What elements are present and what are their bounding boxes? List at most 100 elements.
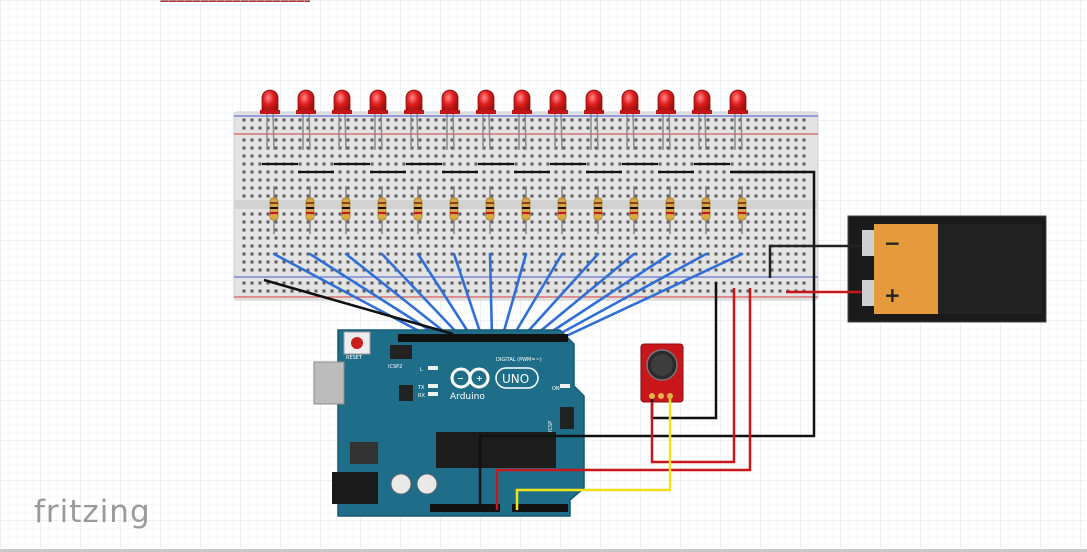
red-led	[440, 89, 460, 151]
resistor	[665, 186, 675, 234]
uno-badge	[495, 367, 539, 389]
icsp2-header: ICSP2	[388, 345, 412, 370]
blue-signal-wires	[272, 252, 744, 340]
red-led	[548, 89, 568, 151]
wire-battery-negative	[768, 244, 862, 278]
icsp2-label: ICSP2	[388, 364, 402, 370]
arduino-uno-board[interactable]: RESET ICSP2 ICSP L TX RX ON − + Arduino …	[313, 329, 585, 517]
resistor	[521, 186, 531, 234]
resistor	[305, 186, 315, 234]
blue-wire	[488, 252, 494, 340]
sensor-pin-2	[658, 393, 664, 399]
resistor-array	[269, 186, 747, 234]
resistor	[449, 186, 459, 234]
sensor-pin-3	[667, 393, 673, 399]
blue-wire	[380, 252, 464, 340]
red-led	[584, 89, 604, 151]
wire-sensor-vcc	[650, 288, 736, 464]
status-bar	[0, 549, 1087, 552]
arduino-logo: − + Arduino	[450, 367, 490, 402]
blue-wire	[520, 252, 600, 340]
blue-wire	[272, 252, 434, 340]
power-jack	[332, 472, 378, 504]
red-led	[728, 89, 748, 151]
reset-button[interactable]	[351, 337, 363, 349]
wire-rail-to-5v	[495, 288, 752, 510]
breadboard-holes	[242, 118, 806, 293]
resistor	[377, 186, 387, 234]
icsp-header: ICSP	[548, 407, 574, 432]
l-label: L	[420, 367, 423, 373]
battery-cell-copper	[874, 224, 938, 314]
battery-terminal-positive	[862, 280, 874, 306]
blue-wire	[416, 252, 474, 340]
resistor	[341, 186, 351, 234]
blue-wire	[510, 252, 564, 340]
resistor	[269, 186, 279, 234]
digital-header	[398, 334, 568, 342]
red-led	[260, 89, 280, 151]
red-led	[368, 89, 388, 151]
resistor	[593, 186, 603, 234]
usb-connector	[313, 361, 345, 405]
battery-cell-body	[938, 224, 1042, 314]
tx-label: TX	[417, 385, 425, 391]
resistor	[701, 186, 711, 234]
resistor	[629, 186, 639, 234]
battery-voltage-label: 9V	[944, 252, 969, 284]
blue-wire	[550, 252, 708, 340]
resistor	[413, 186, 423, 234]
arduino-logo-text: Arduino	[450, 392, 485, 402]
red-led	[656, 89, 676, 151]
blue-wire	[452, 252, 484, 340]
rx-label: RX	[418, 393, 425, 399]
battery-minus-label: −	[884, 231, 901, 255]
digital-label: DIGITAL (PWM=~)	[496, 357, 542, 363]
sensor-pin-1	[649, 393, 655, 399]
led-array	[260, 89, 748, 151]
power-header	[430, 504, 500, 512]
wire-gnd-to-arduino	[263, 278, 454, 336]
red-led	[332, 89, 352, 151]
microphone-mesh	[651, 354, 673, 376]
battery-plus-label: +	[884, 283, 901, 307]
red-led	[512, 89, 532, 151]
voltage-regulator	[350, 442, 378, 464]
blue-wire	[500, 252, 528, 340]
sound-sensor-module[interactable]	[640, 343, 684, 403]
reset-label: RESET	[346, 355, 363, 361]
red-led	[404, 89, 424, 151]
battery-terminal-negative	[862, 230, 874, 256]
led-tx	[428, 384, 438, 388]
red-led	[296, 89, 316, 151]
resistor	[485, 186, 495, 234]
breadboard-jumpers	[262, 162, 766, 174]
power-and-sensor-wires	[263, 170, 862, 510]
on-label: ON	[552, 386, 560, 392]
blue-wire	[344, 252, 454, 340]
resistor	[557, 186, 567, 234]
resistor	[737, 186, 747, 234]
capacitor-2	[416, 473, 438, 495]
icsp-label: ICSP	[548, 421, 554, 432]
red-led	[620, 89, 640, 151]
wire-gnd-rail-to-arduino	[478, 170, 816, 510]
capacitor-1	[390, 473, 412, 495]
blue-wire	[560, 252, 744, 340]
red-led	[692, 89, 712, 151]
chip-small	[399, 385, 413, 401]
wire-sensor-signal	[515, 399, 672, 510]
battery-9v[interactable]: − + 9V	[847, 215, 1047, 323]
fritzing-brand: fritzing	[34, 494, 151, 530]
svg-text:+: +	[476, 374, 483, 383]
led-on	[560, 384, 570, 388]
led-rx	[428, 392, 438, 396]
led-l	[428, 366, 438, 370]
uno-label: UNO	[502, 372, 529, 386]
analog-header	[512, 504, 568, 512]
atmega-chip	[436, 432, 556, 468]
blue-wire	[540, 252, 672, 340]
red-led	[476, 89, 496, 151]
svg-text:−: −	[457, 374, 464, 383]
